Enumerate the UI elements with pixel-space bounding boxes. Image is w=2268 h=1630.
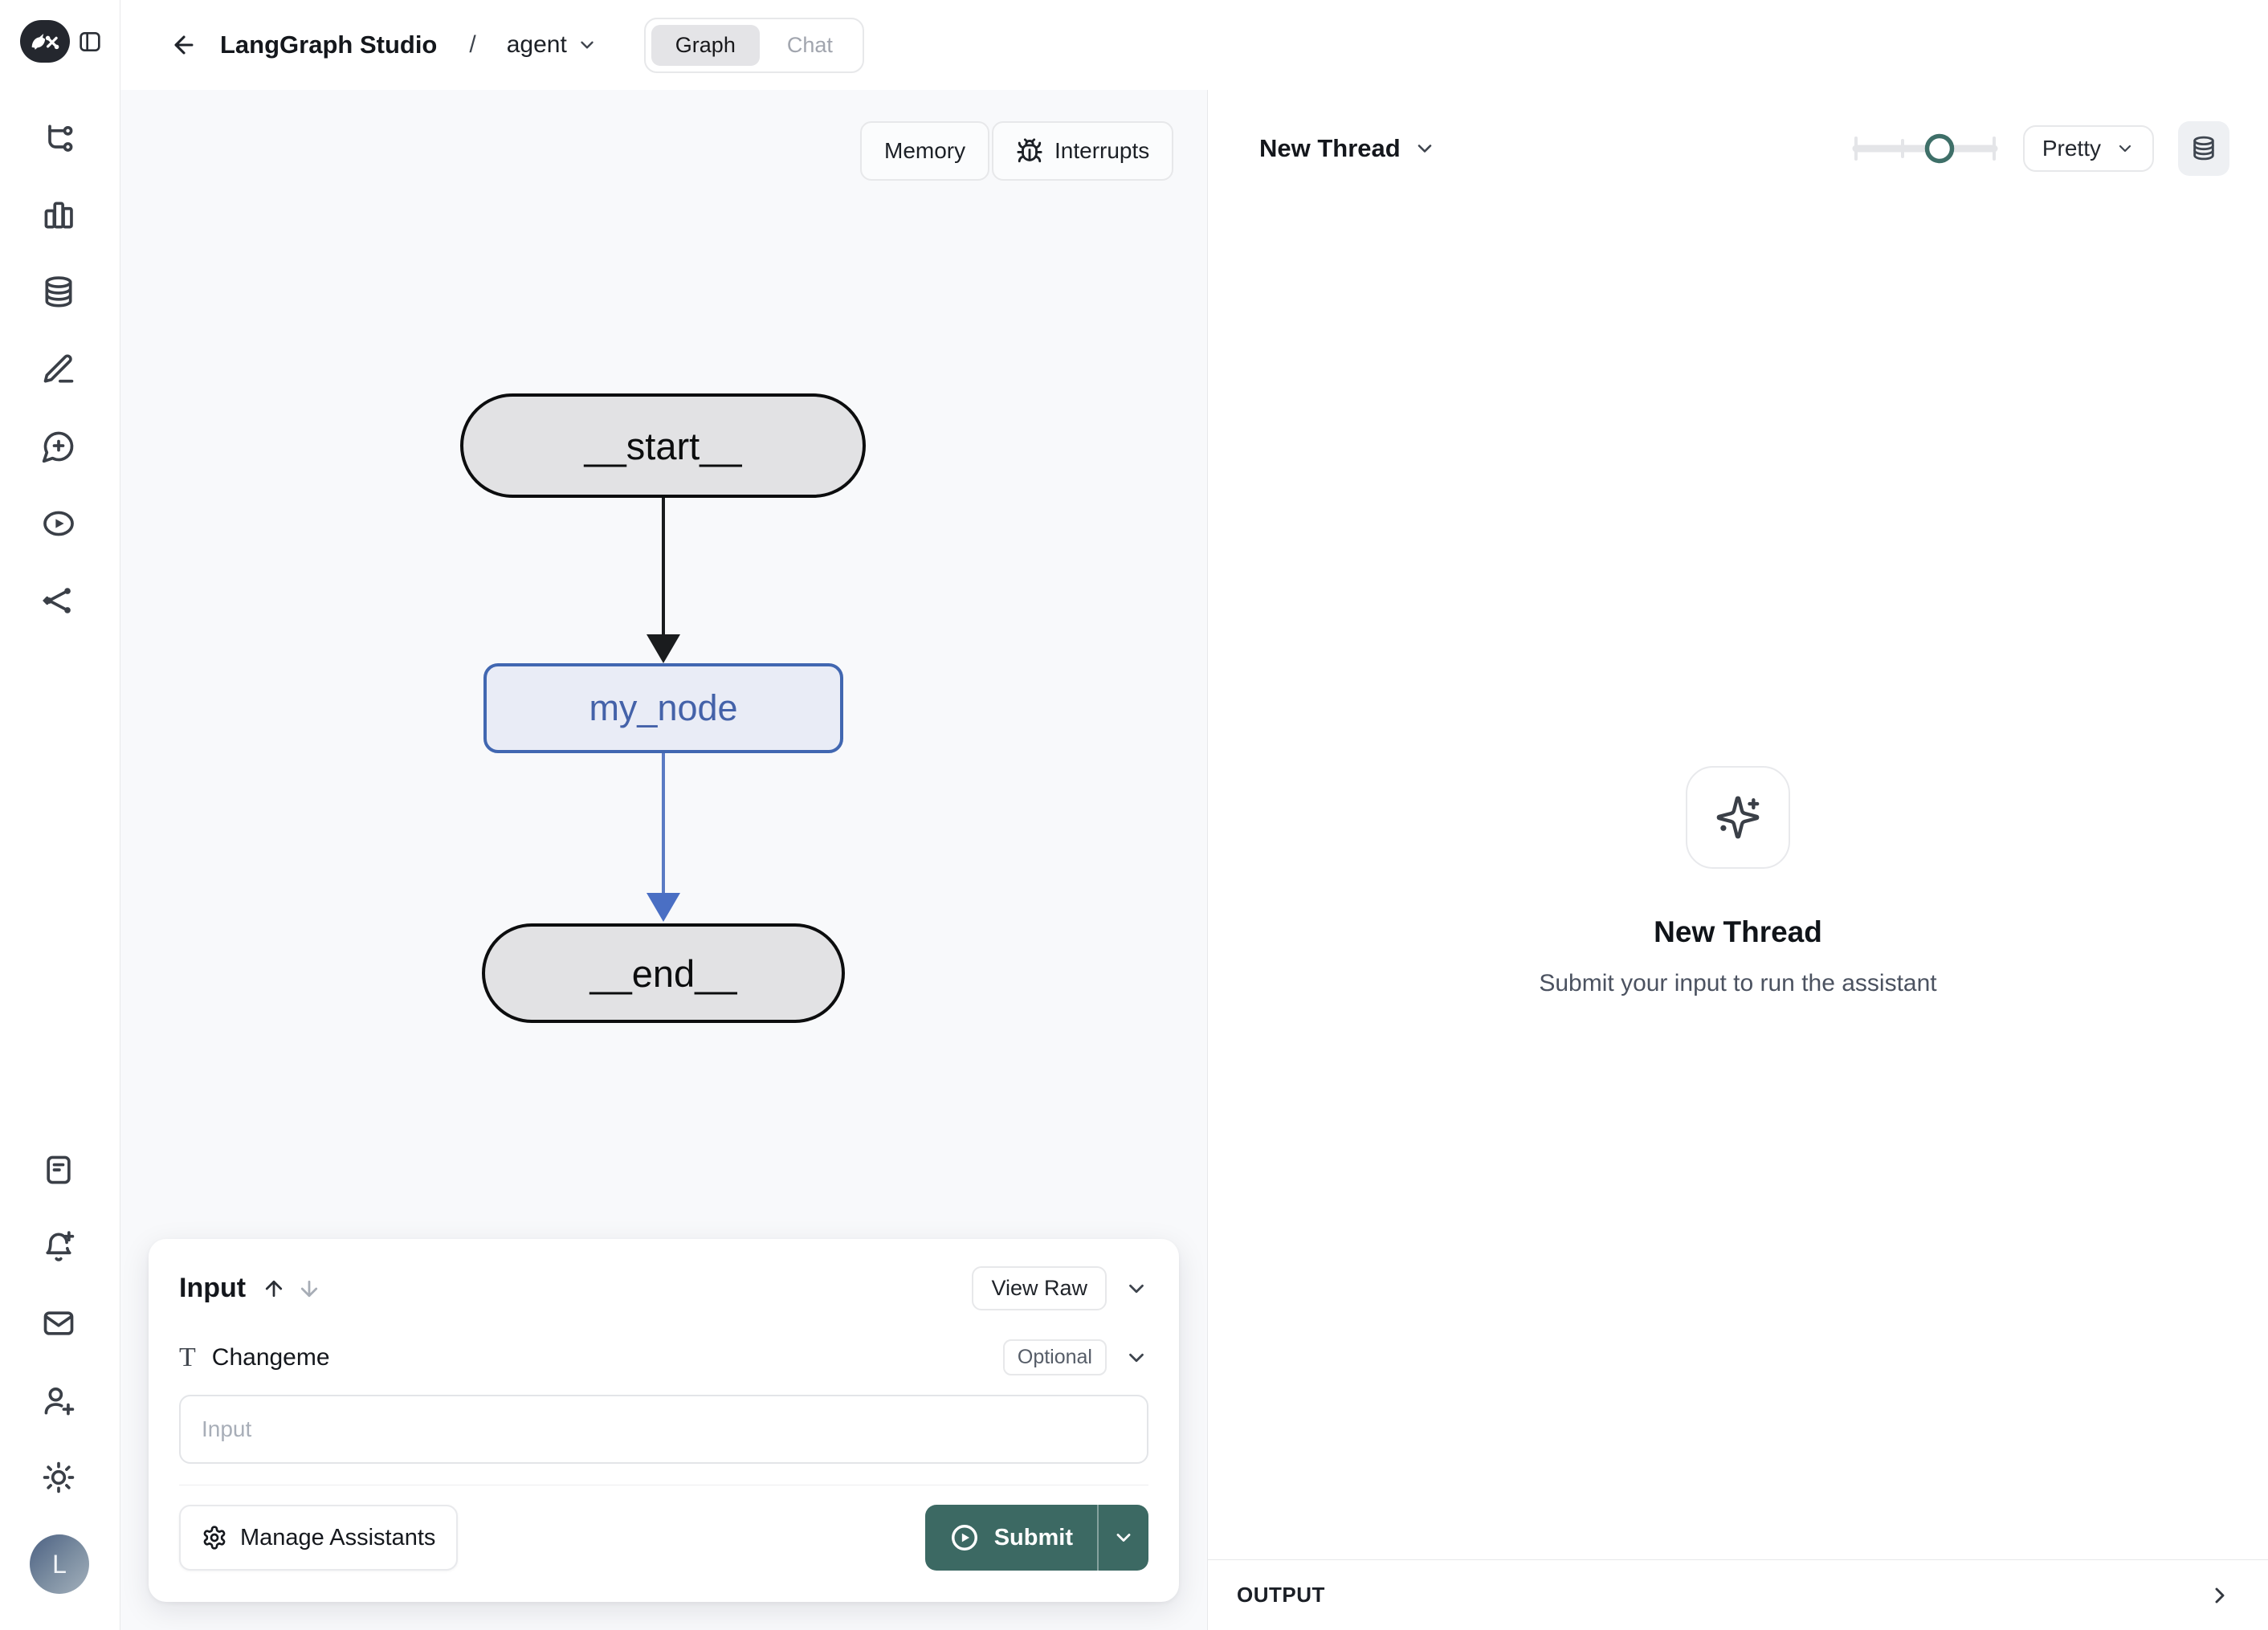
chevron-right-icon — [2215, 1587, 2225, 1603]
manage-assistants-button[interactable]: Manage Assistants — [179, 1505, 459, 1571]
submit-split-button: Submit — [924, 1505, 1148, 1571]
input-field-row: T Changeme Optional — [179, 1339, 1148, 1375]
play-oval-icon[interactable] — [41, 506, 76, 541]
thread-selector[interactable]: New Thread — [1259, 134, 1436, 163]
bell-plus-icon[interactable] — [41, 1229, 76, 1264]
collapse-input-chevron-icon[interactable] — [1124, 1277, 1148, 1301]
mail-icon[interactable] — [41, 1306, 76, 1341]
bar-chart-icon[interactable] — [41, 198, 76, 233]
bug-icon — [1017, 138, 1042, 163]
submit-button[interactable]: Submit — [925, 1505, 1097, 1571]
workflow-icon[interactable] — [41, 120, 76, 156]
thread-panel: New Thread Pretty — [1207, 90, 2268, 1630]
input-panel-title: Input — [179, 1273, 247, 1303]
sun-icon[interactable] — [41, 1460, 76, 1495]
share-icon[interactable] — [41, 583, 76, 618]
arrow-up-icon[interactable] — [262, 1277, 286, 1301]
zoom-slider-knob — [1924, 133, 1955, 164]
interrupts-button-label: Interrupts — [1054, 138, 1150, 163]
agent-selector[interactable]: agent — [507, 31, 598, 59]
format-selector[interactable]: Pretty — [2022, 125, 2154, 172]
message-plus-icon[interactable] — [41, 429, 76, 464]
input-panel-header: Input View Raw — [179, 1266, 1148, 1310]
chevron-down-icon — [1418, 145, 1432, 153]
chevron-down-icon — [1116, 1534, 1131, 1542]
thread-panel-controls: Pretty — [1851, 121, 2229, 176]
sidebar: L — [0, 0, 120, 1630]
interrupts-button[interactable]: Interrupts — [992, 121, 1174, 181]
format-selector-value: Pretty — [2042, 136, 2101, 161]
view-tab-group: Graph Chat — [643, 17, 864, 73]
empty-state-subtitle: Submit your input to run the assistant — [1539, 970, 1937, 996]
graph-canvas[interactable]: Memory Interrupts __start__ my_node __en… — [120, 90, 1207, 1630]
zoom-slider[interactable] — [1851, 130, 1999, 167]
thread-selector-label: New Thread — [1259, 134, 1401, 162]
view-raw-button[interactable]: View Raw — [972, 1266, 1107, 1310]
tab-graph[interactable]: Graph — [651, 24, 760, 66]
edit-icon[interactable] — [41, 352, 76, 387]
state-view-button[interactable] — [2178, 121, 2229, 176]
tab-chat[interactable]: Chat — [786, 32, 833, 57]
input-panel-footer: Manage Assistants Submit — [179, 1485, 1148, 1571]
input-panel: Input View Raw T Changeme Optional — [149, 1239, 1179, 1602]
manage-assistants-label: Manage Assistants — [240, 1524, 436, 1551]
text-type-icon: T — [179, 1342, 196, 1372]
gear-icon — [203, 1526, 226, 1550]
avatar-initial: L — [52, 1549, 67, 1579]
output-label: OUTPUT — [1237, 1583, 1325, 1607]
graph-node-my-node[interactable]: my_node — [483, 663, 843, 753]
notes-icon[interactable] — [41, 1152, 76, 1188]
langchain-logo[interactable] — [20, 20, 70, 63]
graph-node-start[interactable]: __start__ — [460, 393, 866, 498]
page-title: LangGraph Studio — [220, 31, 438, 59]
user-avatar[interactable]: L — [30, 1534, 89, 1594]
memory-button[interactable]: Memory — [860, 121, 990, 181]
input-field[interactable] — [179, 1395, 1148, 1464]
submit-options-button[interactable] — [1099, 1505, 1148, 1571]
user-plus-icon[interactable] — [41, 1383, 76, 1419]
empty-state-title: New Thread — [1654, 915, 1822, 948]
play-circle-icon — [951, 1525, 977, 1551]
field-label: Changeme — [211, 1343, 330, 1371]
submit-label: Submit — [993, 1524, 1073, 1551]
database-icon — [2193, 136, 2214, 161]
memory-button-label: Memory — [884, 138, 966, 163]
arrow-down-icon[interactable] — [297, 1277, 321, 1301]
database-icon[interactable] — [41, 275, 76, 310]
topbar: LangGraph Studio / agent Graph Chat — [120, 0, 2268, 90]
bird-and-tools-icon — [31, 33, 59, 50]
chevron-down-icon — [2119, 145, 2131, 153]
submit-divider — [1097, 1505, 1099, 1571]
sparkles-card — [1686, 766, 1790, 869]
back-button[interactable] — [170, 31, 199, 59]
thread-panel-header: New Thread Pretty — [1208, 90, 2268, 207]
sparkles-icon — [1716, 796, 1760, 839]
chevron-down-icon — [581, 41, 594, 49]
graph-node-end[interactable]: __end__ — [482, 923, 845, 1023]
agent-name: agent — [506, 31, 567, 58]
breadcrumb-separator: / — [469, 31, 476, 58]
thread-empty-state: New Thread Submit your input to run the … — [1208, 766, 2268, 997]
sidebar-toggle-icon[interactable] — [77, 29, 103, 55]
optional-badge: Optional — [1002, 1339, 1107, 1375]
output-section-header[interactable]: OUTPUT — [1208, 1559, 2268, 1630]
collapse-field-chevron-icon[interactable] — [1124, 1346, 1148, 1370]
